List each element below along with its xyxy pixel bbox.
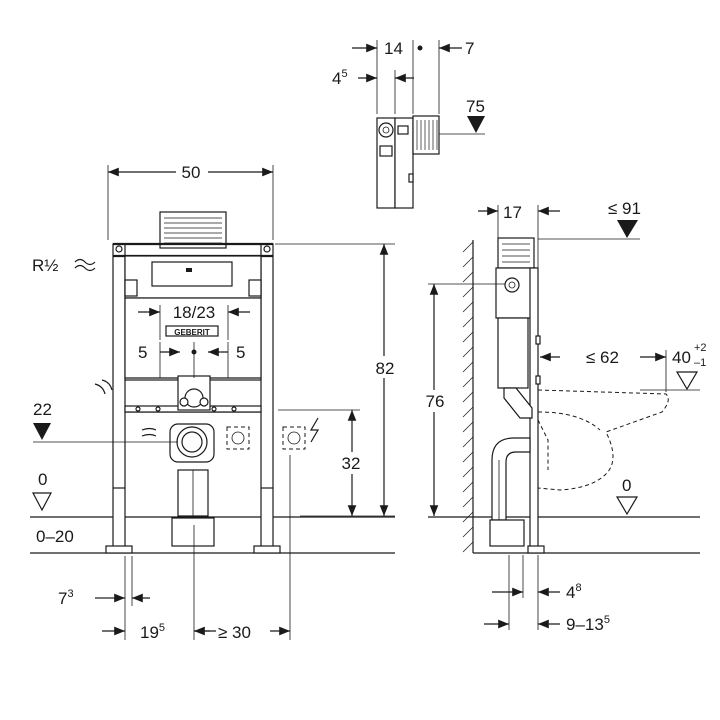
side-9-13-5-label: 9–135 [566, 614, 610, 634]
height-32-label: 32 [342, 454, 361, 473]
water-supply-icon [74, 258, 96, 272]
top-75-label: 75 [466, 97, 485, 116]
distance-62-label: ≤ 62 [586, 348, 619, 367]
bottom-7-3-label: 73 [58, 588, 74, 608]
bowl-tol-minus-label: –1 [694, 357, 706, 369]
lightning-icon [309, 417, 320, 443]
side-floor-0-label: 0 [622, 476, 631, 495]
top-7-label: 7 [465, 39, 474, 58]
height-76-label: 76 [426, 392, 445, 411]
geberit-logo: GEBERIT [165, 325, 219, 337]
height-82-label: 82 [376, 359, 395, 378]
offset-left-5-label: 5 [138, 343, 147, 362]
side-view: 17 ≤ 91 ≤ 62 40 +2 –1 76 0 48 9–135 [421, 199, 707, 634]
top-91-label: ≤ 91 [608, 199, 641, 218]
bowl-40-label: 40 [672, 348, 691, 367]
floor-adjust-label: 0–20 [36, 527, 74, 546]
front-view: GEBERIT 50 [30, 160, 398, 642]
bottom-ge30-label: ≥ 30 [218, 623, 251, 642]
offset-right-5-label: 5 [236, 343, 245, 362]
depth-17-label: 17 [503, 203, 522, 222]
thread-label: R½ [32, 256, 58, 275]
drain-flow-icon [94, 379, 113, 395]
top-14-label: 14 [384, 39, 403, 58]
width-50-label: 50 [182, 163, 201, 182]
top-4-5-label: 45 [332, 68, 348, 88]
drain-22-label: 22 [33, 400, 52, 419]
bottom-19-5-label: 195 [140, 622, 165, 642]
side-4-8-label: 48 [566, 582, 582, 602]
span-18-23-label: 18/23 [173, 303, 216, 322]
bowl-tol-plus-label: +2 [694, 342, 707, 354]
logo-text: GEBERIT [174, 328, 210, 337]
floor-0-label: 0 [38, 470, 47, 489]
top-view: 14 7 45 75 [332, 39, 485, 209]
